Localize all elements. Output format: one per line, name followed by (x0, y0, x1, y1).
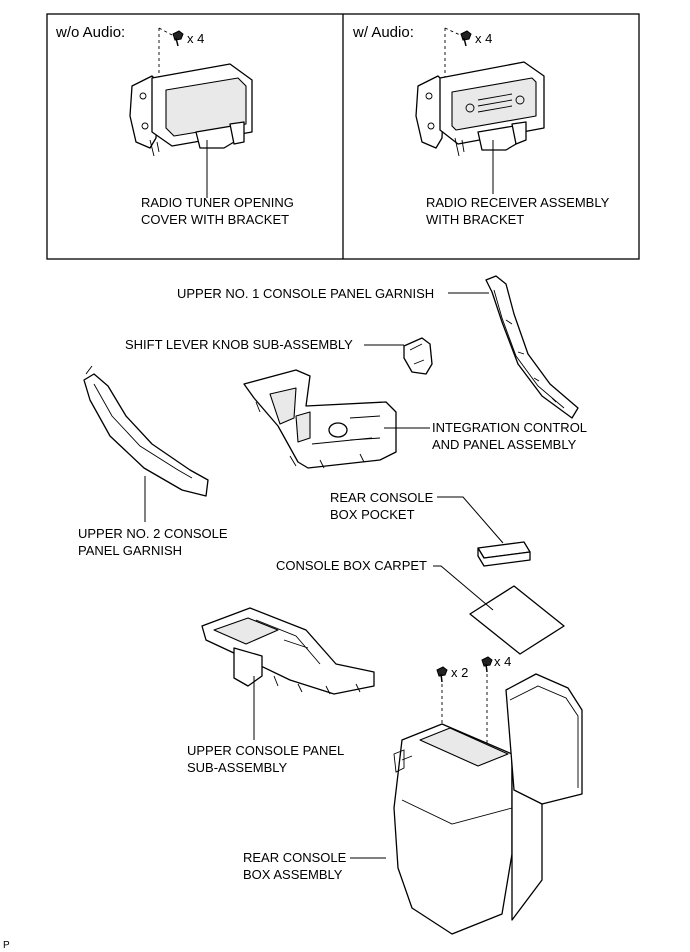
radio-tuner-opening-cover (129, 63, 253, 157)
screw-icon (436, 666, 448, 683)
rear-box-label-line2: BOX ASSEMBLY (243, 867, 343, 882)
shift-lever-knob (403, 337, 433, 375)
screw-icon (481, 656, 493, 673)
panel-left-title: w/o Audio: (55, 24, 125, 41)
rear-box-label-line1: REAR CONSOLE (243, 850, 347, 865)
shift-knob-label: SHIFT LEVER KNOB SUB-ASSEMBLY (125, 337, 353, 352)
upper-no2-label-line2: PANEL GARNISH (78, 543, 182, 558)
upper-no1-console-panel-garnish (485, 275, 579, 419)
screw-icon (460, 30, 472, 47)
upper-no2-label-line1: UPPER NO. 2 CONSOLE (78, 526, 228, 541)
rear-console-box-pocket (477, 541, 531, 567)
rear-console-box-assembly (393, 673, 583, 935)
screw-qty-x2: x 2 (451, 665, 468, 680)
integration-label-line2: AND PANEL ASSEMBLY (432, 437, 577, 452)
panel-right-qty: x 4 (475, 31, 492, 46)
radio-receiver-assembly (415, 61, 545, 157)
upper-console-panel-sub-assembly (201, 607, 375, 695)
radio-tuner-label-line2: COVER WITH BRACKET (141, 212, 289, 227)
panel-left-qty: x 4 (187, 31, 204, 46)
rear-pocket-label-line1: REAR CONSOLE (330, 490, 434, 505)
integration-control-panel-assembly (243, 369, 397, 469)
carpet-label: CONSOLE BOX CARPET (276, 558, 427, 573)
integration-label-line1: INTEGRATION CONTROL (432, 420, 587, 435)
console-box-carpet (469, 585, 565, 655)
corner-code: P (3, 940, 10, 951)
radio-receiver-label-line1: RADIO RECEIVER ASSEMBLY (426, 195, 610, 210)
radio-tuner-label-line1: RADIO TUNER OPENING (141, 195, 294, 210)
screw-icon (172, 30, 184, 47)
radio-receiver-label-line2: WITH BRACKET (426, 212, 524, 227)
screw-qty-x4: x 4 (494, 654, 511, 669)
upper-no2-console-panel-garnish (83, 365, 209, 497)
panel-right-title: w/ Audio: (352, 24, 414, 41)
leader-line (437, 496, 504, 544)
leader-line (433, 565, 494, 611)
upper-panel-label-line1: UPPER CONSOLE PANEL (187, 743, 344, 758)
upper-panel-label-line2: SUB-ASSEMBLY (187, 760, 288, 775)
rear-pocket-label-line2: BOX POCKET (330, 507, 415, 522)
upper-no1-garnish-label: UPPER NO. 1 CONSOLE PANEL GARNISH (177, 286, 434, 301)
